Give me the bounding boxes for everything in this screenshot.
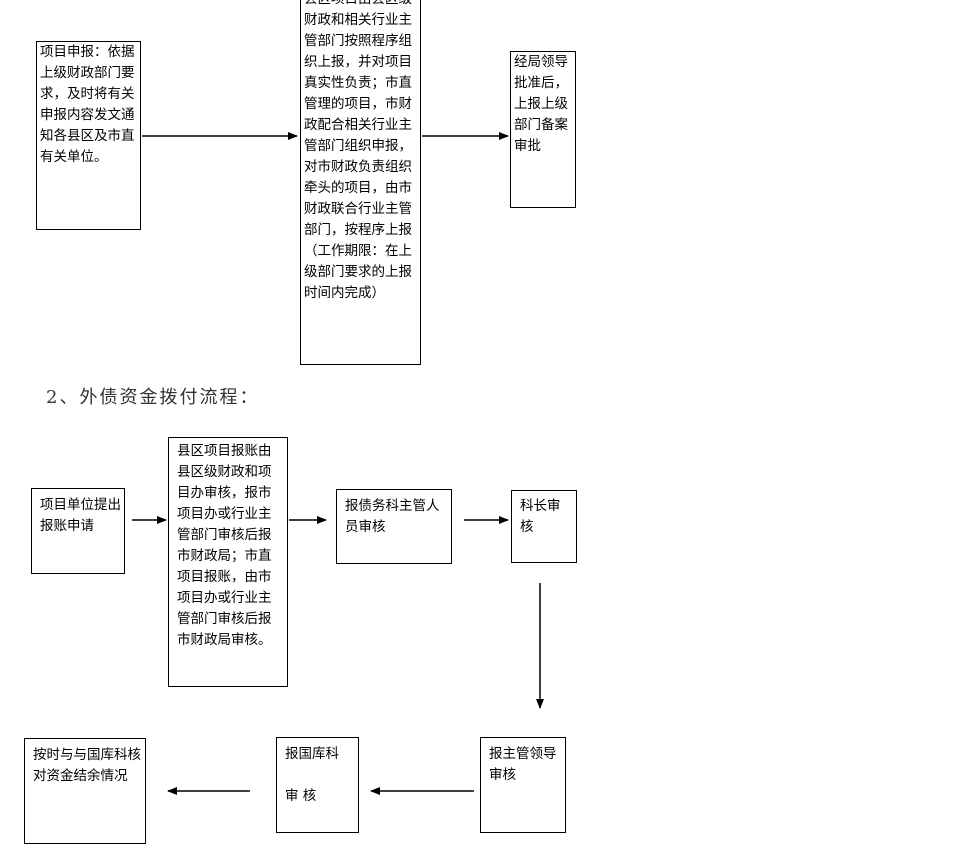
flow1-step-project-declaration-text: 项目申报：依据上级财政部门要求，及时将有关申报内容发文通知各县区及市直有关单位。 bbox=[40, 44, 135, 165]
flow1-step-project-declaration: 项目申报：依据上级财政部门要求，及时将有关申报内容发文通知各县区及市直有关单位。 bbox=[36, 41, 141, 230]
flow1-step-county-city-submission: 县区项目由县区级财政和相关行业主管部门按照程序组织上报，并对项目真实性负责；市直… bbox=[300, 0, 421, 365]
flow2-step-section-chief-review: 科长审核 bbox=[511, 490, 577, 563]
flow2-step-apply-reimbursement: 项目单位提出报账申请 bbox=[31, 488, 125, 574]
flow1-step-county-city-submission-text: 县区项目由县区级财政和相关行业主管部门按照程序组织上报，并对项目真实性负责；市直… bbox=[304, 0, 412, 301]
flow2-step-treasury-review: 报国库科 审 核 bbox=[276, 737, 359, 833]
flow2-step-leader-review-text: 报主管领导审核 bbox=[489, 746, 557, 783]
flow2-step-debt-officer-review: 报债务科主管人员审核 bbox=[336, 489, 452, 564]
flow2-step-county-city-review: 县区项目报账由县区级财政和项目办审核，报市项目办或行业主管部门审核后报市财政局；… bbox=[168, 437, 288, 687]
flow2-step-reconcile-balance: 按时与与国库科核对资金结余情况 bbox=[24, 738, 146, 844]
flow2-step-apply-reimbursement-text: 项目单位提出报账申请 bbox=[40, 497, 121, 534]
flow2-step-leader-review: 报主管领导审核 bbox=[480, 737, 566, 833]
flow1-step-leader-approval-text: 经局领导批准后，上报上级部门备案审批 bbox=[514, 54, 568, 154]
flow1-step-leader-approval: 经局领导批准后，上报上级部门备案审批 bbox=[510, 51, 576, 208]
section-heading: 2、外债资金拨付流程： bbox=[46, 387, 260, 408]
flow2-step-reconcile-balance-text: 按时与与国库科核对资金结余情况 bbox=[33, 747, 141, 784]
flow2-step-debt-officer-review-text: 报债务科主管人员审核 bbox=[345, 498, 440, 535]
flow2-step-section-chief-review-text: 科长审核 bbox=[520, 498, 561, 535]
flow2-step-county-city-review-text: 县区项目报账由县区级财政和项目办审核，报市项目办或行业主管部门审核后报市财政局；… bbox=[177, 443, 272, 648]
flow2-step-treasury-review-text: 报国库科 审 核 bbox=[285, 746, 339, 804]
